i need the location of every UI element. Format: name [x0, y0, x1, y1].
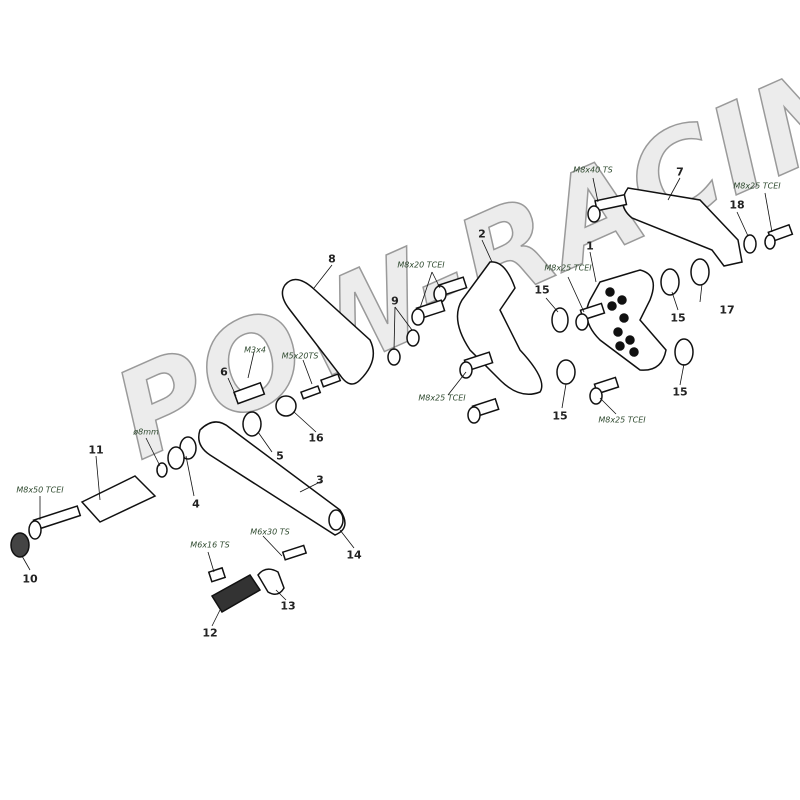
part-15-spacer-d	[551, 307, 569, 333]
part-15-spacer-a	[660, 268, 680, 296]
part-16-spring	[275, 395, 297, 417]
label-part-15: 15	[552, 409, 568, 423]
label-part-15: 15	[670, 311, 686, 325]
label-m8x40-ts: M8x40 TS	[573, 165, 613, 175]
label-part-13: 13	[280, 599, 296, 613]
label-part-11: 11	[88, 443, 104, 457]
part-9-spacer-b	[387, 348, 401, 366]
label-part-12: 12	[202, 626, 218, 640]
label-m5x20ts: M5x20TS	[281, 351, 319, 361]
part-11-footpeg	[80, 475, 157, 523]
label-m6x30-ts: M6x30 TS	[250, 527, 290, 537]
label-m8x25-tcei-bottom: M8x25 TCEI	[598, 415, 646, 425]
label-m8x20-tcei: M8x20 TCEI	[397, 260, 445, 270]
part-12-gear-rubber	[210, 574, 262, 614]
bolt-m8x25-center	[459, 351, 494, 379]
label-m3x4: M3x4	[244, 345, 266, 355]
label-part-1: 1	[586, 239, 594, 253]
label-part-5: 5	[276, 449, 284, 463]
part-10-end-cap	[10, 532, 30, 558]
bolt-m6x30	[281, 544, 308, 561]
part-18-washer	[743, 234, 757, 254]
label-part-14: 14	[346, 548, 362, 562]
label-part-3: 3	[316, 473, 324, 487]
label-part-10: 10	[22, 572, 38, 586]
part-2-bracket	[456, 261, 543, 395]
label-part-2: 2	[478, 227, 486, 241]
bolt-m8x25-right	[764, 223, 794, 250]
label-part-6: 6	[220, 365, 228, 379]
bolt-m8x25-lower	[467, 397, 500, 424]
label-m8x25-tcei-center: M8x25 TCEI	[418, 393, 466, 403]
part-14-nut	[328, 509, 344, 531]
part-9-spacer-a	[406, 329, 420, 347]
part-13-link	[257, 568, 285, 595]
bolt-m6x16	[207, 566, 227, 583]
plate-holes	[605, 287, 639, 357]
part-4-bearing-b	[167, 446, 185, 470]
label-part-4: 4	[192, 497, 200, 511]
part-15-spacer-c	[556, 359, 576, 385]
label-part-17: 17	[719, 303, 735, 317]
bolt-m8x20-b	[411, 299, 446, 326]
part-15-spacer-b	[674, 338, 694, 366]
part-7-bracket	[622, 187, 743, 267]
label-m8x25-tcei-right: M8x25 TCEI	[733, 181, 781, 191]
part-8-heel-guard	[281, 278, 375, 385]
label-m8x50-tcei: M8x50 TCEI	[16, 485, 64, 495]
bolt-m5x20-a	[320, 373, 342, 388]
bolt-m8x40	[587, 193, 628, 223]
label-part-16: 16	[308, 431, 324, 445]
bolt-m8x25-bottom	[589, 376, 620, 405]
label-part-15: 15	[534, 283, 550, 297]
bolt-m8x20-a	[433, 276, 468, 303]
label-part-15: 15	[672, 385, 688, 399]
label-part-18: 18	[729, 198, 745, 212]
label-m6x16-ts: M6x16 TS	[190, 540, 230, 550]
bolt-m8x50	[28, 505, 82, 540]
label-m8x25-tcei-plate: M8x25 TCEI	[544, 263, 592, 273]
part-6-pin	[232, 381, 266, 405]
leader-lines	[21, 177, 773, 627]
bolt-m5x20-b	[300, 385, 322, 400]
part-17-spacer	[690, 258, 710, 286]
part-3-lever	[198, 421, 346, 536]
label-part-8: 8	[328, 252, 336, 266]
label-part-7: 7	[676, 165, 684, 179]
label-part-9: 9	[391, 294, 399, 308]
washer-8mm	[156, 462, 168, 478]
bolt-m8x25-plate	[575, 302, 606, 331]
part-5-bushing	[242, 411, 262, 437]
label-8mm: ø8mm	[133, 427, 159, 437]
